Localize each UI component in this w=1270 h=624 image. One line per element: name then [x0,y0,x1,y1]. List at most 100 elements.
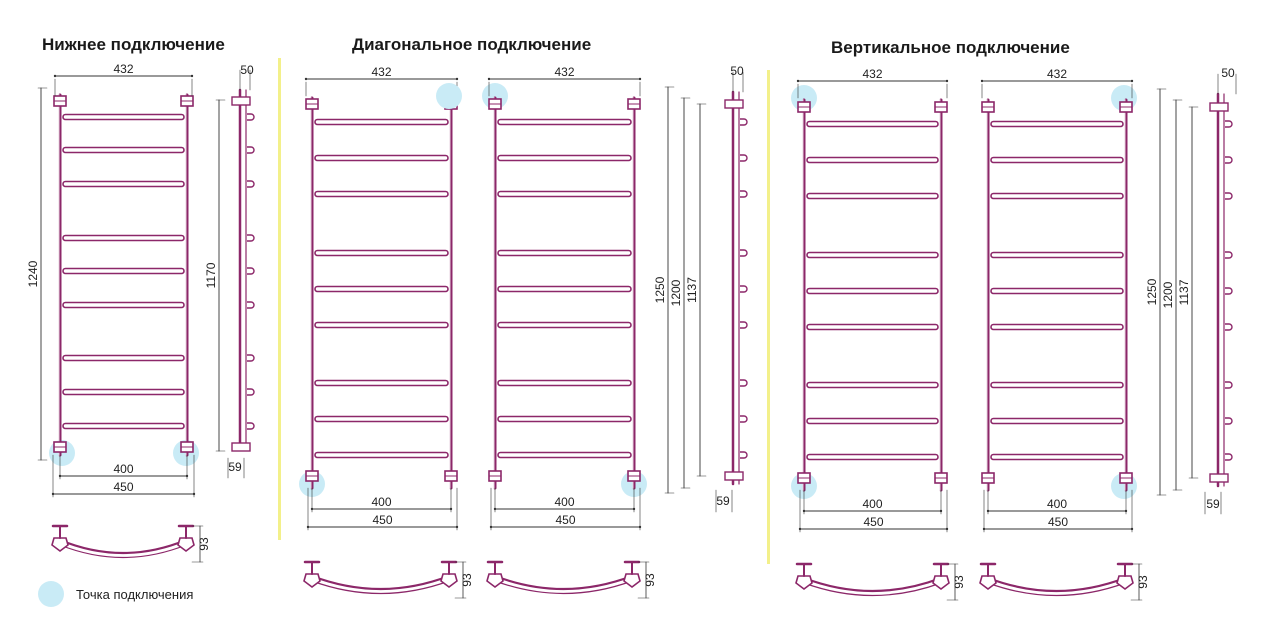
topview-bottom-arc-inner [59,544,187,559]
topview-bottom-nut-2 [177,537,195,552]
profile-vert-knob-8 [1225,417,1233,425]
dim-bottom-overall-width-tick-left [51,492,55,496]
profile-diag-bracket-2 [724,471,744,481]
topview-diag-b-arc-outer [494,574,633,591]
ladder-vert-b-dim-overall-width-tick-right [1130,527,1134,531]
ladder-diag-b-bar-1 [497,118,632,126]
topview-diag-b-arc-inner [494,580,633,595]
ladder-diag-a-bar-4 [314,249,449,257]
ladder-diag-a-dim-center-distance-label: 400 [371,495,391,509]
ladder-vert-a-bar-8 [806,417,939,425]
topview-vert-b-dim-label: 93 [1136,575,1150,589]
profile-vert-bracket-1 [1209,102,1229,112]
profile-diag-bracket-1 [724,99,744,109]
ladder-diag-b-bar-9 [497,451,632,459]
profile-bottom-bracket-2 [231,442,251,452]
dim-bottom-overall-width-label: 450 [113,480,133,494]
profile-bottom-knob-2 [247,146,255,154]
ladder-vert-b-bar-9 [990,453,1124,461]
ladder-vert-b-dim-front-width-tick-right [1130,79,1134,83]
ladder-diag-a-connection-top [436,83,462,109]
profile-diag-knob-1 [740,118,748,126]
ladder-diag-b-dim-overall-width-tick-left [489,525,493,529]
ladder-bottom-bar-4 [62,234,185,242]
topview-vert-b-arc-outer [987,576,1126,593]
profile-vert-knob-7 [1225,381,1233,389]
ladder-diag-a-bar-2 [314,154,449,162]
ladder-vert-a-bar-2 [806,156,939,164]
ladder-vert-b-bar-6 [990,323,1124,331]
dim-bottom-front-width-label: 432 [113,62,133,76]
ladder-vert-b-bar-8 [990,417,1124,425]
ladder-vert-a-bar-5 [806,287,939,295]
ladder-bottom-bar-9 [62,422,185,430]
dim-diag-side-height-mid-label: 1200 [669,279,683,306]
profile-bottom-knob-4 [247,234,255,242]
dim-vert-depth-top: 50 [1221,66,1235,80]
topview-diag-b-nut-2 [623,573,641,588]
dim-vert-side-height-mid-label: 1200 [1161,281,1175,308]
dim-bottom-center-distance-label: 400 [113,462,133,476]
ladder-diag-a-bar-6 [314,321,449,329]
profile-vert-knob-4 [1225,251,1233,259]
ladder-vert-a-bar-9 [806,453,939,461]
ladder-diag-b-bar-5 [497,285,632,293]
ladder-diag-b-bar-8 [497,415,632,423]
profile-vert-knob-9 [1225,453,1233,461]
ladder-diag-b-dim-center-distance-label: 400 [554,495,574,509]
topview-vert-b-nut-1 [979,575,997,590]
dim-bottom-overall-width-tick-right [192,492,196,496]
dim-vert-depth-bottom: 59 [1206,497,1220,511]
topview-vert-a-arc-inner [803,582,942,597]
ladder-diag-b-dim-center-distance-tick-left [493,507,497,511]
profile-diag-knob-8 [740,415,748,423]
ladder-diag-a-bar-9 [314,451,449,459]
ladder-vert-b-bar-4 [990,251,1124,259]
ladder-vert-b-dim-center-distance-tick-right [1124,509,1128,513]
profile-vert-knob-3 [1225,192,1233,200]
dim-bottom-depth-bottom: 59 [228,460,242,474]
ladder-vert-b-bar-1 [990,120,1124,128]
profile-diag-knob-9 [740,451,748,459]
profile-vert-knob-1 [1225,120,1233,128]
ladder-bottom-bar-1 [62,113,185,121]
ladder-vert-a-dim-front-width-tick-right [945,79,949,83]
dim-diag-side-height-label: 1250 [653,276,667,303]
profile-bottom-knob-5 [247,267,255,275]
ladder-vert-b-bar-5 [990,287,1124,295]
title-vertical-connection: Вертикальное подключение [831,38,1070,57]
ladder-bottom-bar-3 [62,180,185,188]
ladder-vert-b-dim-overall-width-tick-left [982,527,986,531]
ladder-vert-a-dim-center-distance-tick-right [939,509,943,513]
dim-bottom-height-label: 1240 [26,260,40,287]
profile-diag-knob-3 [740,190,748,198]
profile-diag-knob-2 [740,154,748,162]
ladder-diag-a-dim-front-width-tick-left [304,77,308,81]
profile-vert-bracket-2 [1209,473,1229,483]
profile-vert-knob-5 [1225,287,1233,295]
ladder-diag-b-dim-front-width-tick-right [638,77,642,81]
ladder-diag-a-dim-front-width-label: 432 [371,65,391,79]
ladder-vert-b-dim-front-width-label: 432 [1047,67,1067,81]
ladder-bottom-bar-7 [62,354,185,362]
ladder-vert-a-bar-1 [806,120,939,128]
ladder-vert-b-bar-3 [990,192,1124,200]
ladder-diag-a-dim-front-width-tick-right [455,77,459,81]
ladder-vert-a-bar-4 [806,251,939,259]
profile-bottom-knob-9 [247,422,255,430]
dim-vert-side-height-inner-label: 1137 [1177,279,1191,305]
topview-diag-a-arc-inner [311,580,450,595]
ladder-vert-a-dim-overall-width-label: 450 [863,515,883,529]
topview-diag-b-nut-1 [486,573,504,588]
ladder-vert-a-bar-3 [806,192,939,200]
ladder-diag-b-bar-6 [497,321,632,329]
ladder-vert-b-dim-center-distance-label: 400 [1047,497,1067,511]
dim-bottom-front-width-tick-right [190,74,194,78]
connection-point-icon [38,581,64,607]
dim-bottom-center-distance-tick-right [185,474,189,478]
topview-vert-a-dim-label: 93 [952,575,966,589]
ladder-diag-a-dim-overall-width-tick-right [455,525,459,529]
ladder-vert-a-dim-overall-width-tick-left [798,527,802,531]
ladder-diag-b-bar-3 [497,190,632,198]
